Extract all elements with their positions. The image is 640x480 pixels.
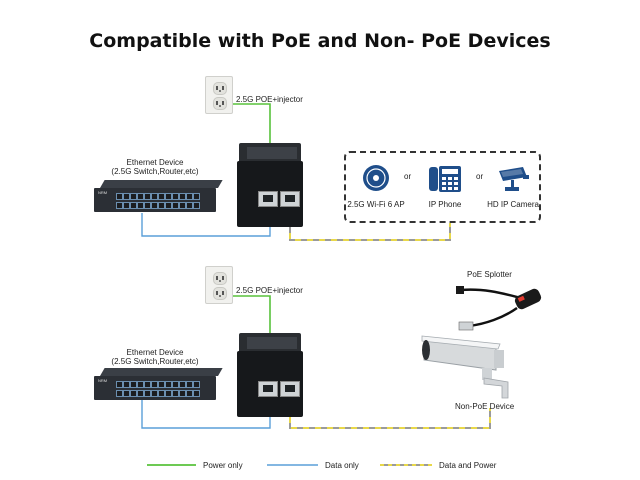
- injector-label-bottom: 2.5G POE+injector: [236, 286, 303, 295]
- device-label-phone: IP Phone: [428, 200, 462, 209]
- ip-phone-icon: [429, 166, 461, 192]
- ethernet-switch-top: NRM: [94, 180, 223, 214]
- poe-splitter-label: PoE Splotter: [467, 270, 512, 279]
- device-label-ap: 2.5G Wi-Fi 6 AP: [347, 200, 405, 209]
- wall-outlet-bottom: [205, 266, 233, 304]
- device-label-camera: HD IP Camera: [487, 200, 539, 209]
- cctv-camera-icon: [499, 167, 529, 191]
- injector-label-top: 2.5G POE+injector: [236, 95, 303, 104]
- poe-devices-group: [344, 151, 541, 223]
- non-poe-device-label: Non-PoE Device: [455, 402, 515, 411]
- legend-data-label: Data only: [325, 461, 359, 470]
- poe-splitter-icon: [456, 286, 542, 331]
- legend-both-label: Data and Power: [439, 461, 497, 470]
- wall-outlet-top: [205, 76, 233, 114]
- or-separator-1: or: [404, 172, 412, 181]
- ethernet-device-label-bottom: Ethernet Device (2.5G Switch,Router,etc): [111, 348, 199, 366]
- or-separator-2: or: [476, 172, 484, 181]
- power-line-bottom: [219, 295, 271, 336]
- poe-injector-top: [237, 143, 303, 227]
- ethernet-switch-bottom: NRM: [94, 368, 223, 402]
- wifi-ap-icon: [363, 165, 389, 191]
- diagram-title: Compatible with PoE and Non- PoE Devices: [89, 30, 551, 52]
- legend-power-label: Power only: [203, 461, 243, 470]
- poe-injector-bottom: [237, 333, 303, 417]
- non-poe-camera-icon: [421, 335, 509, 399]
- ethernet-device-label-top: Ethernet Device (2.5G Switch,Router,etc): [111, 158, 199, 176]
